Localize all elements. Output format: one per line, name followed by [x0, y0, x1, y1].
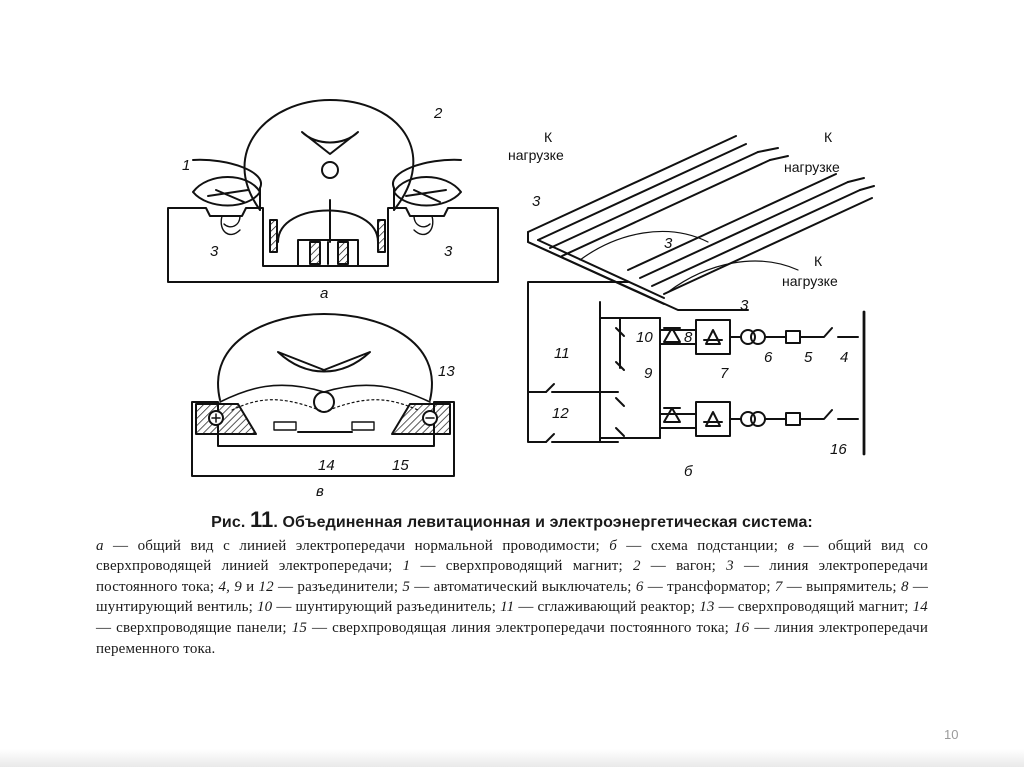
caption-prefix: Рис. — [211, 514, 246, 531]
caption-ref: 2 — [632, 558, 641, 575]
caption-text: — общий вид с линией электропередачи нор… — [103, 537, 610, 554]
substation-wiring — [527, 281, 547, 443]
caption-number: 11 — [249, 507, 274, 532]
inner-arch-a — [277, 209, 379, 243]
label-5: 5 — [804, 349, 813, 366]
caption-text: — сверхпроводящие панели; — [96, 619, 292, 636]
caption-ref: 8 — [900, 578, 909, 595]
track-base-a — [167, 207, 499, 283]
caption-text: — шунтирующий вентиль; — [96, 578, 928, 616]
caption-ref: 1 — [402, 558, 411, 575]
breaker-top — [785, 330, 801, 344]
caption-text: — автоматический выключатель; — [410, 578, 636, 595]
caption-ref: а — [96, 537, 104, 554]
load-label-3: К — [814, 253, 823, 269]
caption-text: — линия электропередачи переменного тока… — [96, 619, 928, 657]
caption-title-text: . Объединенная левитационная и электроэн… — [273, 514, 813, 531]
label-3-b2: 3 — [664, 235, 673, 252]
caption-text: — сглаживающий реактор; — [514, 599, 700, 616]
caption-ref: 16 — [734, 619, 750, 636]
magnet-lens-left — [192, 176, 261, 207]
caption-text: — трансформатор; — [643, 578, 775, 595]
caption-text: — сверхпроводящий магнит; — [410, 558, 633, 575]
caption-ref: в — [787, 537, 795, 554]
caption-ref: 15 — [291, 619, 307, 636]
diagram-v — [191, 313, 455, 477]
label-16: 16 — [830, 441, 847, 458]
caption-ref: 6 — [635, 578, 644, 595]
label-15: 15 — [392, 457, 409, 474]
caption-b: б — [684, 463, 693, 480]
rectifier-box-top — [695, 319, 731, 355]
caption-ref: 3 — [726, 558, 734, 575]
label-11: 11 — [554, 345, 570, 362]
label-3-right: 3 — [444, 243, 453, 260]
caption-ref: б — [609, 537, 617, 554]
label-10: 10 — [636, 329, 653, 346]
caption-ref: 13 — [699, 599, 715, 616]
load-label-2: К — [824, 129, 833, 145]
label-3-b1: 3 — [532, 193, 541, 210]
load-label-1: К — [544, 129, 553, 145]
caption-text: — схема подстанции; — [616, 537, 788, 554]
label-1: 1 — [182, 157, 190, 174]
figure-caption: Рис. 11. Объединенная левитационная и эл… — [96, 507, 928, 660]
label-9: 9 — [644, 365, 653, 382]
load-label-1b: нагрузке — [508, 147, 564, 163]
label-7: 7 — [720, 365, 729, 382]
caption-text: — сверхпроводящий магнит; — [714, 599, 913, 616]
label-2: 2 — [433, 105, 443, 122]
caption-text: — шунтирующий разъединитель; — [272, 599, 501, 616]
figure-drawing: 1 2 3 3 а 13 14 15 в К нагрузке К нагруз… — [148, 92, 896, 512]
diagram-b — [527, 135, 875, 456]
caption-text: — линия электропередачи постоянного тока… — [96, 558, 928, 595]
caption-text: — сверхпроводящая линия электропередачи … — [307, 619, 734, 636]
label-14: 14 — [318, 457, 335, 474]
caption-body: а — общий вид с линией электропередачи н… — [96, 536, 928, 660]
label-3-b3: 3 — [740, 297, 749, 314]
caption-ref: 5 — [402, 578, 411, 595]
caption-ref: 11 — [500, 599, 515, 616]
load-label-3b: нагрузке — [782, 273, 838, 289]
diagram-a — [167, 99, 499, 283]
caption-text: — выпрямитель; — [782, 578, 901, 595]
power-rails — [527, 135, 875, 311]
load-label-2b: нагрузке — [784, 159, 840, 175]
label-4: 4 — [840, 349, 848, 366]
figure-svg: 1 2 3 3 а 13 14 15 в К нагрузке К нагруз… — [167, 99, 875, 500]
label-3-left: 3 — [210, 243, 219, 260]
caption-ref: 12 — [258, 578, 274, 595]
caption-text: — вагон; — [640, 558, 727, 575]
wagon-a — [243, 99, 415, 211]
caption-v: в — [316, 483, 324, 500]
label-13: 13 — [438, 363, 455, 380]
rectifier-box-bottom — [695, 401, 731, 437]
label-8: 8 — [684, 329, 693, 346]
caption-title: Рис. 11. Объединенная левитационная и эл… — [96, 507, 928, 534]
caption-ref: 7 — [774, 578, 783, 595]
label-6: 6 — [764, 349, 773, 366]
caption-a: а — [320, 285, 328, 302]
page-number: 10 — [944, 727, 959, 742]
caption-ref: 4, 9 — [218, 578, 242, 595]
caption-text: — общий вид со сверхпроводящей линией эл… — [96, 537, 929, 575]
label-12: 12 — [552, 405, 569, 422]
magnet-lens-right — [393, 176, 462, 207]
caption-ref: 10 — [256, 599, 273, 616]
caption-text: — разъединители; — [273, 578, 403, 595]
wagon-v — [217, 313, 433, 401]
caption-text: и — [241, 578, 259, 595]
caption-ref: 14 — [912, 599, 928, 616]
slide-bottom-shadow — [0, 749, 1024, 767]
